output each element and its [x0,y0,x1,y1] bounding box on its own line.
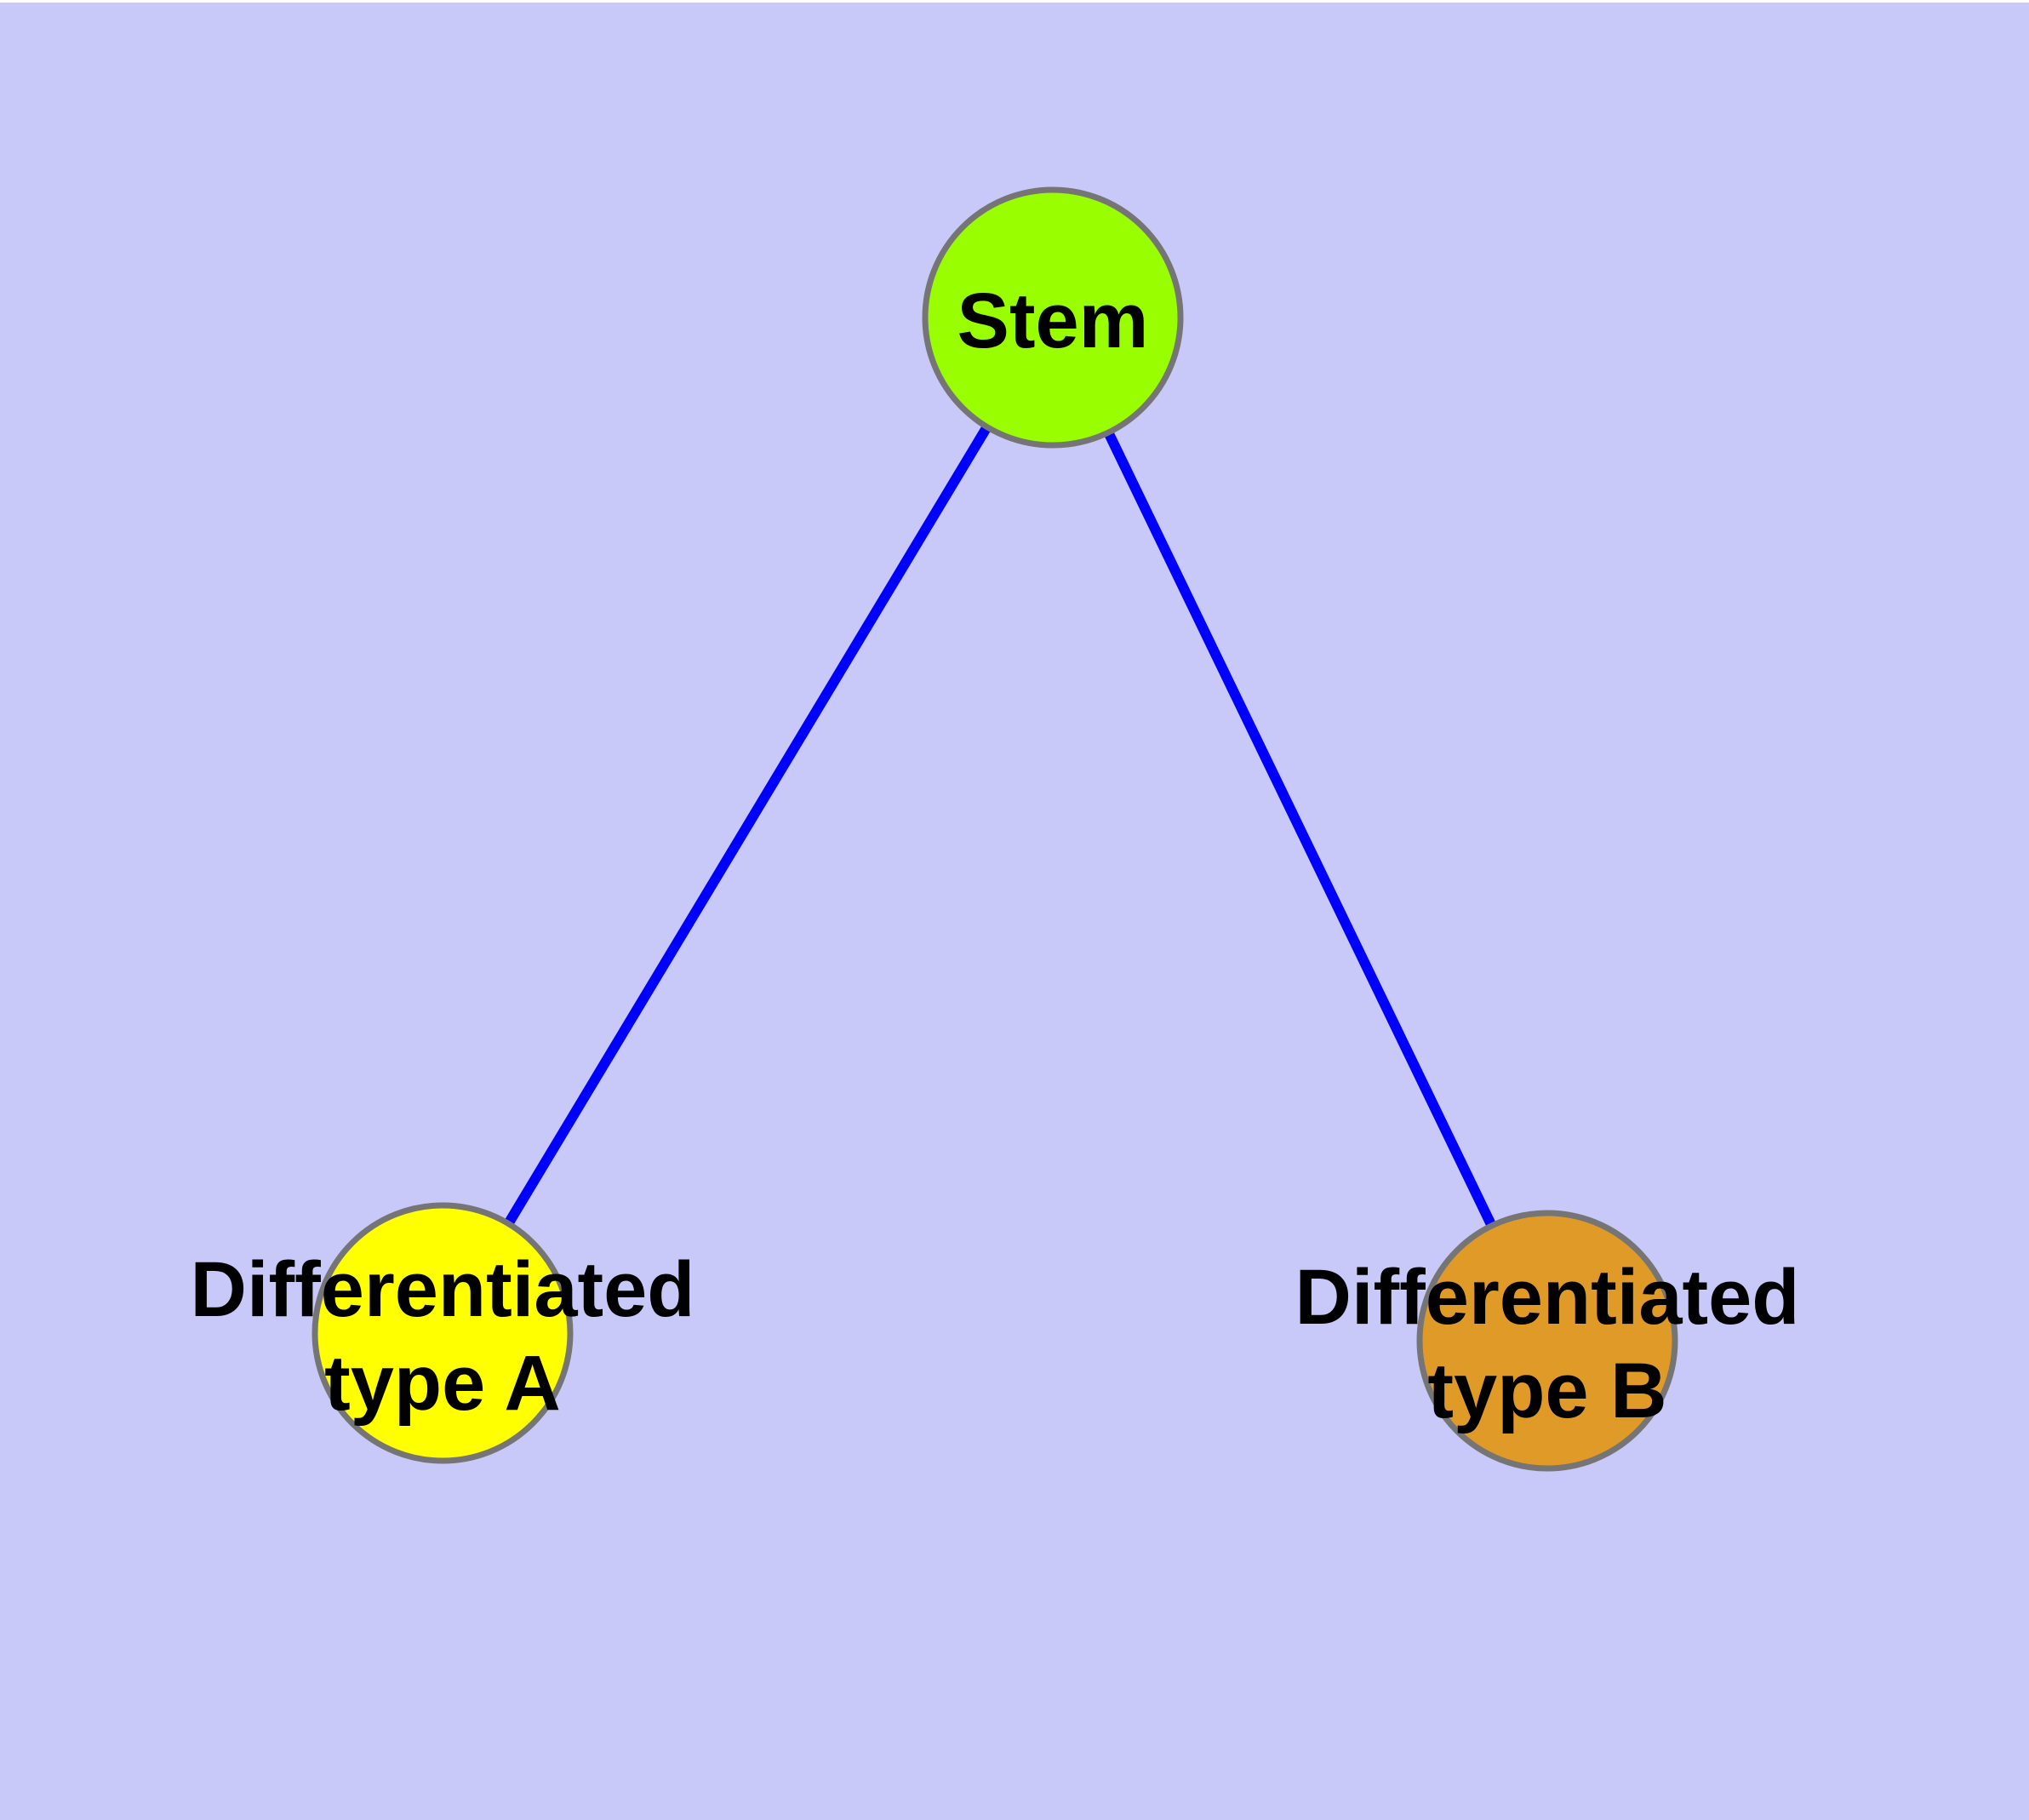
node-label-line: type B [1427,1348,1667,1434]
node-label-line: type A [324,1340,561,1427]
graph-svg [311,186,1678,1472]
node-label-stem: Stem [957,274,1149,368]
node-circle-typeA [311,1202,574,1464]
node-label-line: Stem [957,278,1149,364]
node-circle-typeB [1416,1210,1678,1472]
edge-stem-typeB [1048,315,1552,1343]
top-margin-strip [0,0,2029,3]
node-label-line: Differentiated [1295,1254,1800,1341]
edge-stem-typeA [437,314,1058,1336]
node-label-line: Differentiated [190,1246,695,1333]
node-circle-stem [922,186,1184,449]
